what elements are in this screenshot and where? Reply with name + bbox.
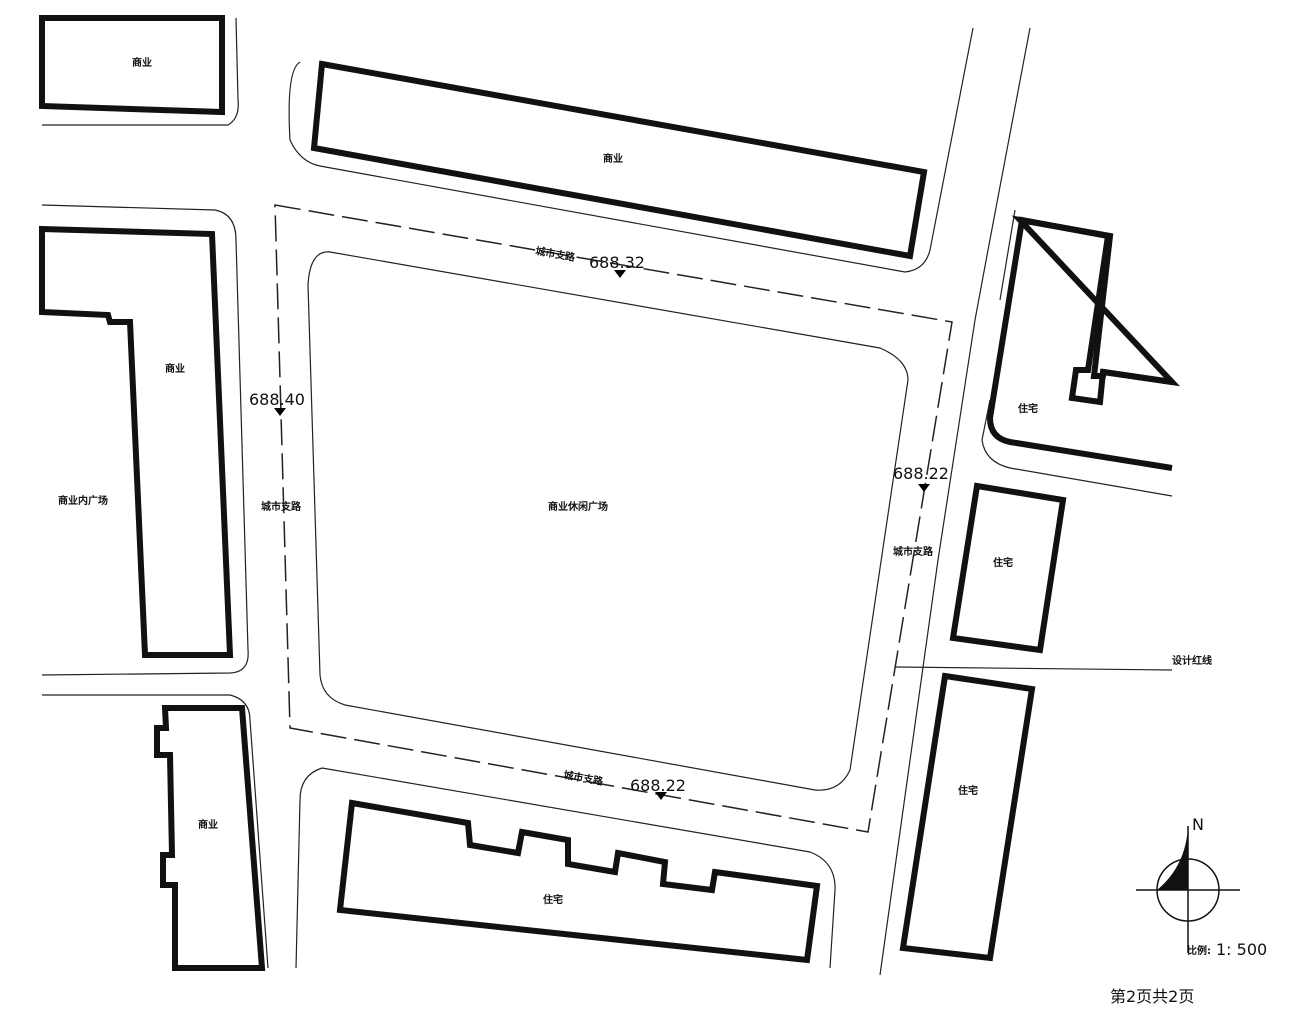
elevation-south: 688.22 <box>630 776 686 795</box>
label-commercial-top-left: 商业 <box>132 56 152 69</box>
label-commercial-inner-plaza: 商业内广场 <box>58 494 108 507</box>
label-site-name: 商业休闲广场 <box>548 500 608 513</box>
elevation-marker-east-icon <box>918 484 930 492</box>
label-road-north: 城市支路 <box>534 244 577 264</box>
label-commercial-top-center: 商业 <box>603 152 623 165</box>
plaza-boundary <box>307 251 909 791</box>
building-commercial-top-center <box>310 60 928 260</box>
building-commercial-bottom-left <box>154 705 266 971</box>
label-road-east: 城市支路 <box>893 545 934 558</box>
design-red-line <box>274 204 953 833</box>
building-commercial-top-left <box>39 15 225 116</box>
elevation-marker-south-icon <box>655 792 667 800</box>
building-commercial-left <box>39 225 234 658</box>
label-commercial-left: 商业 <box>165 362 185 375</box>
scale-value: 1: 500 <box>1216 940 1267 959</box>
elevation-markers <box>274 270 930 800</box>
label-residential-bottom: 住宅 <box>543 893 563 906</box>
label-design-red-line: 设计红线 <box>1172 654 1212 667</box>
elevation-east: 688.22 <box>893 464 949 483</box>
label-residential-right-bottom: 住宅 <box>958 784 978 797</box>
page-number: 第2页共2页 <box>1110 987 1194 1006</box>
elevation-marker-west-icon <box>274 408 286 416</box>
label-commercial-bottom-left: 商业 <box>198 818 218 831</box>
scale-label: 比例: <box>1187 944 1211 957</box>
elevation-west: 688.40 <box>249 390 305 409</box>
building-residential-right-top <box>986 216 1173 471</box>
compass-north-label: N <box>1192 815 1204 834</box>
label-residential-right-top: 住宅 <box>1018 402 1038 415</box>
building-residential-bottom <box>336 799 821 964</box>
label-road-south: 城市支路 <box>562 768 605 788</box>
road-lines <box>41 17 1173 976</box>
building-residential-right-bottom <box>899 672 1036 962</box>
label-residential-right-middle: 住宅 <box>993 556 1013 569</box>
elevation-marker-north-icon <box>614 270 626 278</box>
label-road-west: 城市支路 <box>261 500 302 513</box>
north-arrow-icon <box>1136 826 1240 953</box>
building-residential-right-middle <box>949 482 1067 654</box>
elevation-north: 688.32 <box>589 253 645 272</box>
